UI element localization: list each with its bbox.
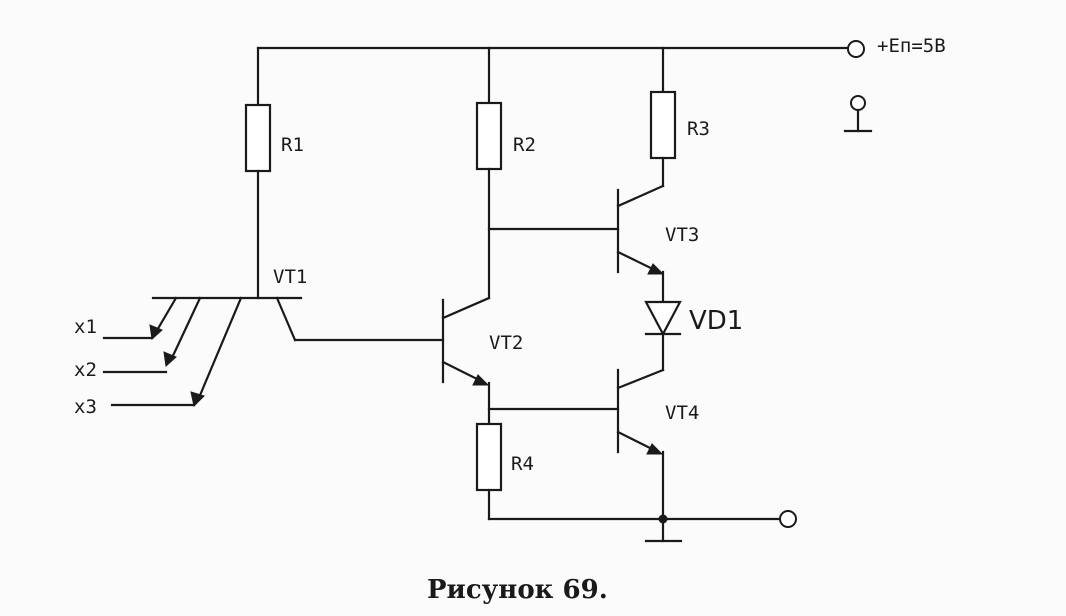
vd1-label: VD1 [689, 306, 743, 336]
input-x3-label: x3 [74, 396, 97, 418]
transistor-vt1 [149, 296, 445, 408]
resistor-r2 [475, 101, 503, 171]
ground-icon [644, 517, 683, 543]
vt3-label: VT3 [665, 224, 699, 246]
figure-caption: Рисунок 69. [427, 575, 608, 605]
output-terminal [779, 510, 797, 528]
input-x1-label: x1 [74, 316, 97, 338]
transistor-vt3 [616, 184, 665, 275]
resistor-r3 [649, 90, 677, 160]
vt4-label: VT4 [665, 402, 699, 424]
transistor-vt2 [441, 296, 491, 386]
supply-label: +Eп=5B [877, 35, 946, 57]
vt1-label: VT1 [273, 266, 307, 288]
r2-label: R2 [513, 134, 536, 156]
diode-vd1 [644, 300, 682, 337]
resistor-r1 [244, 103, 272, 173]
transistor-vt4 [616, 368, 665, 455]
r3-label: R3 [687, 118, 710, 140]
r1-label: R1 [281, 134, 304, 156]
r4-label: R4 [511, 453, 534, 475]
supply-terminal [847, 40, 865, 58]
ground-terminal-icon [843, 95, 873, 133]
input-x2-label: x2 [74, 359, 97, 381]
resistor-r4 [475, 422, 503, 492]
vt2-label: VT2 [489, 332, 523, 354]
